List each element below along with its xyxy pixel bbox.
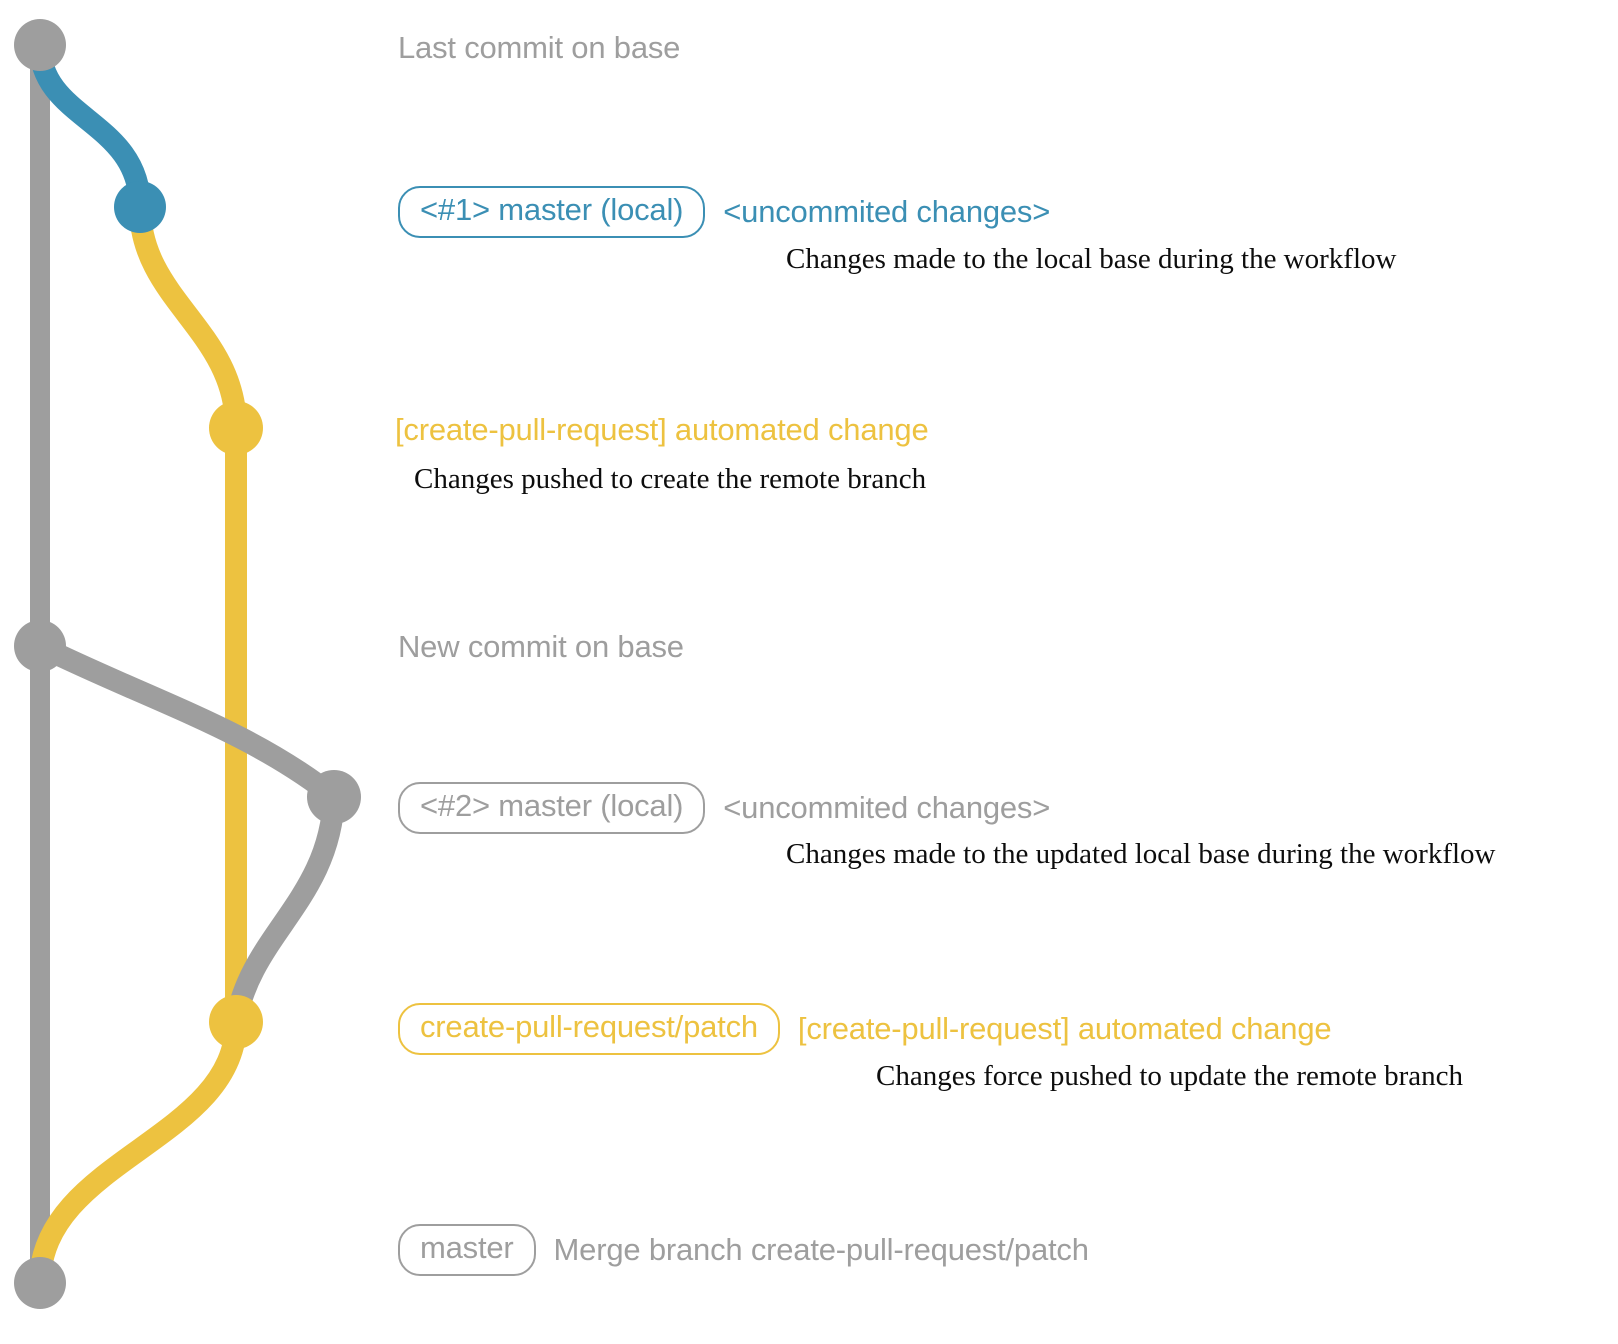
commit-subject-base-new: New commit on base	[398, 629, 684, 664]
row-last-commit-on-base: Last commit on base	[398, 30, 680, 66]
commit-node-local-1[interactable]	[114, 181, 166, 233]
commit-node-remote-1[interactable]	[209, 401, 263, 455]
commit-subject-merge: Merge branch create-pull-request/patch	[553, 1231, 1089, 1267]
edge-local-2-to-remote-2	[225, 786, 345, 1033]
commit-subject-remote-2: [create-pull-request] automated change	[797, 1010, 1332, 1046]
commit-subject-remote-1: [create-pull-request] automated change	[395, 412, 929, 447]
commit-subject-base-last: Last commit on base	[398, 30, 681, 65]
edge-remote-2-to-merge	[29, 1011, 247, 1294]
row-local-1: <#1> master (local) <uncommited changes>	[398, 186, 1050, 238]
commit-subject-local-2: <uncommited changes>	[723, 789, 1051, 825]
note-local-2: Changes made to the updated local base d…	[786, 838, 1496, 870]
note-local-1: Changes made to the local base during th…	[786, 243, 1397, 275]
commit-node-local-2[interactable]	[307, 770, 361, 824]
row-merge: master Merge branch create-pull-request/…	[398, 1224, 1089, 1276]
commit-node-remote-2[interactable]	[209, 995, 263, 1049]
commit-node-base-new[interactable]	[14, 620, 66, 672]
note-remote-2: Changes force pushed to update the remot…	[876, 1060, 1464, 1092]
commit-node-base-merge[interactable]	[14, 1257, 66, 1309]
row-remote-2: create-pull-request/patch [create-pull-r…	[398, 1003, 1332, 1055]
ref-pill-remote-2[interactable]: create-pull-request/patch	[398, 1003, 780, 1055]
edge-base-new-to-local-2	[29, 635, 345, 808]
row-local-2: <#2> master (local) <uncommited changes>	[398, 782, 1050, 834]
ref-pill-master[interactable]: master	[398, 1224, 536, 1276]
commit-node-base-last[interactable]	[14, 19, 66, 71]
note-remote-1: Changes pushed to create the remote bran…	[414, 463, 927, 495]
edge-local-1-to-remote-1	[129, 196, 247, 439]
row-remote-1: [create-pull-request] automated change	[395, 412, 929, 448]
row-new-commit-on-base: New commit on base	[398, 629, 684, 665]
commit-subject-local-1: <uncommited changes>	[723, 193, 1051, 229]
ref-pill-local-1[interactable]: <#1> master (local)	[398, 186, 706, 238]
ref-pill-local-2[interactable]: <#2> master (local)	[398, 782, 706, 834]
